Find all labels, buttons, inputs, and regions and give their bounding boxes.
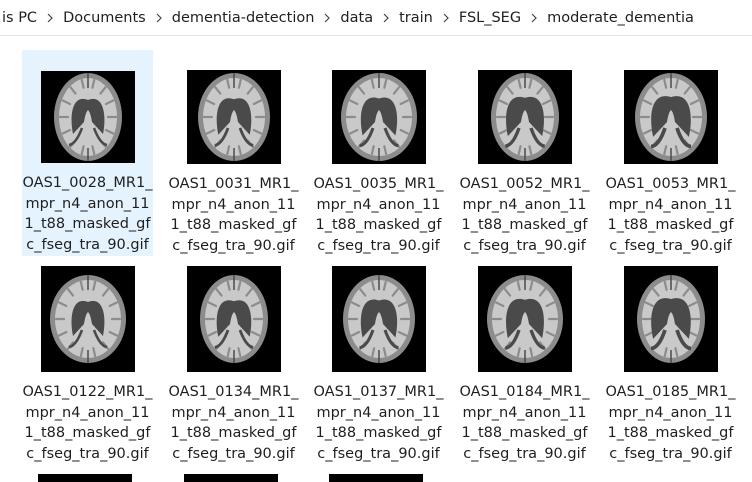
brain-scan-image xyxy=(623,266,718,372)
file-grid[interactable]: OAS1_0028_MR1_mpr_n4_anon_111_t88_masked… xyxy=(0,36,752,482)
chevron-right-icon[interactable] xyxy=(435,0,457,35)
brain-scan-image xyxy=(477,70,572,164)
brain-scan-image xyxy=(186,266,281,372)
file-name: OAS1_0052_MR1_mpr_n4_anon_111_t88_masked… xyxy=(459,176,590,254)
file-name: OAS1_0028_MR1_mpr_n4_anon_111_t88_masked… xyxy=(22,175,153,253)
thumbnail-image xyxy=(477,266,572,372)
file-name: OAS1_0134_MR1_mpr_n4_anon_111_t88_masked… xyxy=(168,384,299,462)
breadcrumb-this-pc[interactable]: is PC xyxy=(2,9,38,26)
breadcrumb-moderate-dementia[interactable]: moderate_dementia xyxy=(547,9,694,26)
file-item[interactable]: OAS1_0134_MR1_mpr_n4_anon_111_t88_masked… xyxy=(168,258,299,464)
file-item[interactable]: OAS1_0184_MR1_mpr_n4_anon_111_t88_masked… xyxy=(459,258,590,464)
thumbnail-image xyxy=(186,70,281,164)
chevron-right-icon[interactable] xyxy=(39,0,61,35)
thumbnail-image xyxy=(331,266,426,372)
partial-thumbnail[interactable] xyxy=(38,474,132,482)
file-item[interactable]: OAS1_0035_MR1_mpr_n4_anon_111_t88_masked… xyxy=(313,50,444,256)
thumbnail-image xyxy=(40,71,135,163)
breadcrumb-train[interactable]: train xyxy=(399,9,433,26)
breadcrumb-documents[interactable]: Documents xyxy=(63,9,146,26)
file-item[interactable]: OAS1_0028_MR1_mpr_n4_anon_111_t88_masked… xyxy=(22,50,153,256)
thumbnail-image xyxy=(331,70,426,164)
brain-scan-image xyxy=(623,70,718,164)
chevron-right-icon[interactable] xyxy=(316,0,338,35)
brain-scan-image xyxy=(477,266,572,372)
brain-scan-image xyxy=(40,71,135,163)
file-name: OAS1_0185_MR1_mpr_n4_anon_111_t88_masked… xyxy=(605,384,736,462)
brain-scan-image xyxy=(40,266,135,372)
thumbnail-image xyxy=(623,266,718,372)
brain-scan-image xyxy=(331,70,426,164)
file-name: OAS1_0122_MR1_mpr_n4_anon_111_t88_masked… xyxy=(22,384,153,462)
file-item[interactable]: OAS1_0185_MR1_mpr_n4_anon_111_t88_masked… xyxy=(605,258,736,464)
file-item[interactable]: OAS1_0052_MR1_mpr_n4_anon_111_t88_masked… xyxy=(459,50,590,256)
file-item[interactable]: OAS1_0053_MR1_mpr_n4_anon_111_t88_masked… xyxy=(605,50,736,256)
chevron-right-icon[interactable] xyxy=(375,0,397,35)
breadcrumb-dementia-detection[interactable]: dementia-detection xyxy=(171,9,315,26)
chevron-right-icon[interactable] xyxy=(148,0,170,35)
file-name: OAS1_0031_MR1_mpr_n4_anon_111_t88_masked… xyxy=(168,176,299,254)
thumbnail-image xyxy=(623,70,718,164)
file-item[interactable]: OAS1_0122_MR1_mpr_n4_anon_111_t88_masked… xyxy=(22,258,153,464)
thumbnail-image xyxy=(40,266,135,372)
file-name: OAS1_0137_MR1_mpr_n4_anon_111_t88_masked… xyxy=(313,384,444,462)
file-name: OAS1_0184_MR1_mpr_n4_anon_111_t88_masked… xyxy=(459,384,590,462)
file-name: OAS1_0053_MR1_mpr_n4_anon_111_t88_masked… xyxy=(605,176,736,254)
partial-thumbnail[interactable] xyxy=(184,474,278,482)
brain-scan-image xyxy=(331,266,426,372)
breadcrumb-data[interactable]: data xyxy=(340,9,374,26)
thumbnail-image xyxy=(477,70,572,164)
thumbnail-image xyxy=(186,266,281,372)
file-name: OAS1_0035_MR1_mpr_n4_anon_111_t88_masked… xyxy=(313,176,444,254)
breadcrumb-fsl-seg[interactable]: FSL_SEG xyxy=(458,9,522,26)
file-item[interactable]: OAS1_0137_MR1_mpr_n4_anon_111_t88_masked… xyxy=(313,258,444,464)
brain-scan-image xyxy=(186,70,281,164)
chevron-right-icon[interactable] xyxy=(523,0,545,35)
partial-thumbnail[interactable] xyxy=(329,474,423,482)
file-item[interactable]: OAS1_0031_MR1_mpr_n4_anon_111_t88_masked… xyxy=(168,50,299,256)
address-bar[interactable]: is PC Documents dementia-detection data … xyxy=(0,0,752,36)
